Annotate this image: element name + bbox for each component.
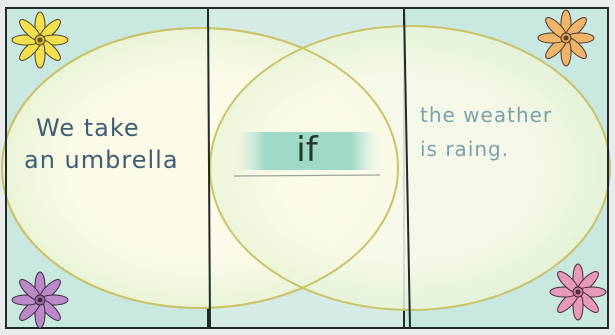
flower-icon: [538, 10, 594, 66]
left-circle-text: We take an umbrella: [24, 112, 204, 176]
flower-icon: [12, 272, 68, 328]
flower-bottom-left: [12, 272, 68, 328]
right-text-line-2: is raing.: [420, 132, 600, 166]
center-connective: if: [282, 130, 332, 170]
left-text-line-1: We take: [24, 112, 204, 144]
flower-top-left: [12, 12, 68, 68]
flower-top-right: [538, 10, 594, 66]
flower-icon: [550, 264, 606, 320]
flower-bottom-right: [550, 264, 606, 320]
flower-icon: [12, 12, 68, 68]
left-text-line-2: an umbrella: [24, 144, 204, 176]
right-text-line-1: the weather: [420, 98, 600, 132]
right-circle-text: the weather is raing.: [420, 98, 600, 166]
